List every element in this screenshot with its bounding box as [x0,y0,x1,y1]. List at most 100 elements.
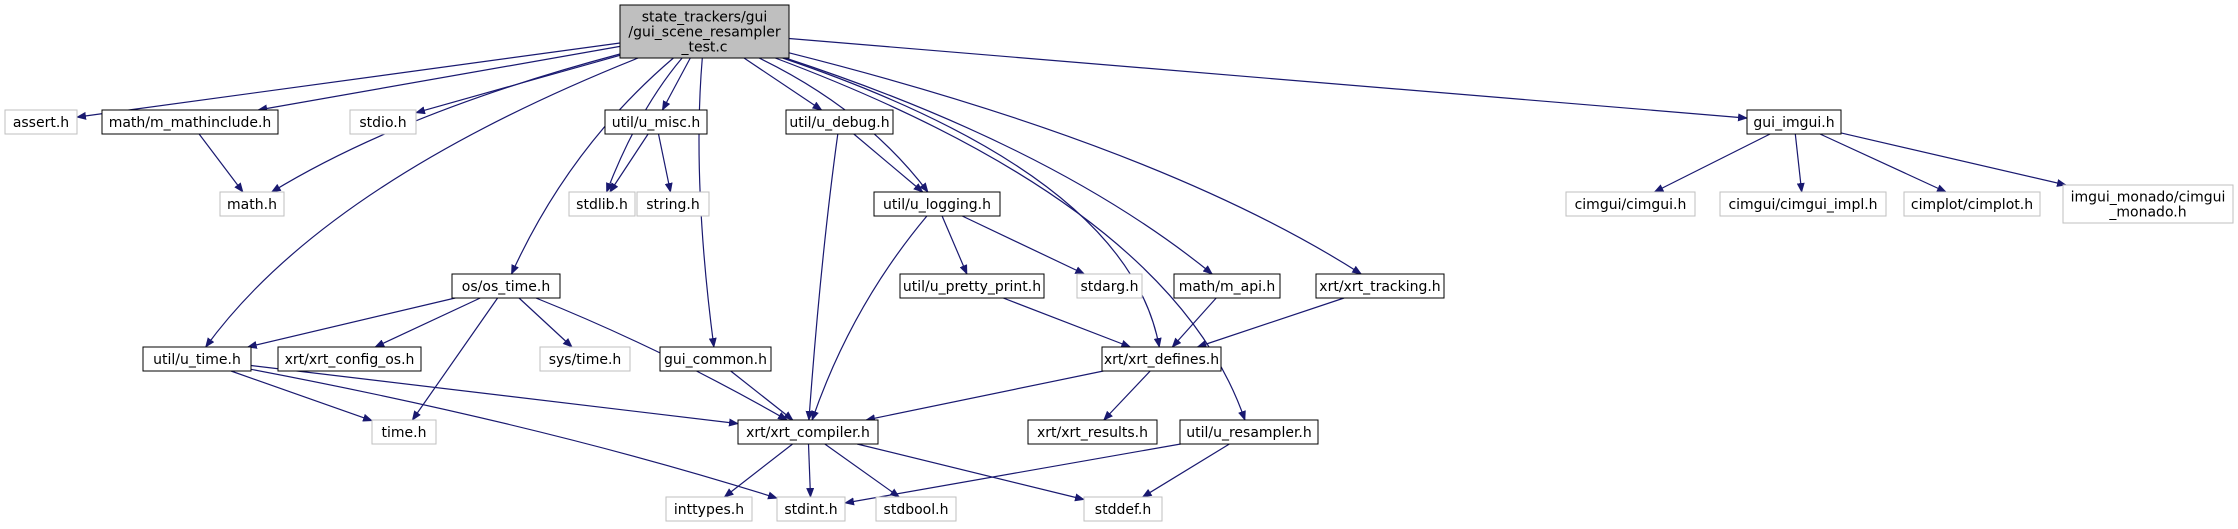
node-u-misc[interactable]: util/u_misc.h [604,109,708,135]
node-label: util/u_debug.h [789,115,889,131]
edge-u_logging-to-stdarg [961,215,1086,275]
node-box [1315,273,1445,299]
node-box [142,346,252,372]
node-box [4,109,78,135]
edge-root-to-u_time [205,57,639,348]
node-u-time[interactable]: util/u_time.h [142,346,252,372]
node-stdio: stdio.h [349,109,417,135]
edge-xrt_defines-to-xrt_results [1103,370,1151,421]
node-box [1076,273,1143,299]
node-label: util/u_misc.h [612,115,701,131]
node-xrt-config-os[interactable]: xrt/xrt_config_os.h [277,346,422,372]
node-gui-imgui[interactable]: gui_imgui.h [1746,109,1842,135]
edge-gui_imgui-to-cimplot [1819,133,1947,193]
node-xrt-defines[interactable]: xrt/xrt_defines.h [1101,346,1222,372]
node-label: /gui_scene_resampler [628,25,780,41]
node-box [371,419,437,445]
node-label: sys/time.h [549,352,622,368]
node-box [1565,191,1696,217]
node-root[interactable]: state_trackers/gui/gui_scene_resampler_t… [619,4,790,59]
node-box [1719,191,1887,217]
node-box [1027,419,1158,445]
edge-u_misc-to-string [657,133,673,193]
edges [76,37,2067,506]
node-label: math.h [227,197,277,213]
node-box [776,496,846,522]
node-xrt-results[interactable]: xrt/xrt_results.h [1027,419,1158,445]
node-label: gui_imgui.h [1753,115,1834,131]
node-box [451,273,561,299]
edge-root-to-gui_imgui [788,37,1748,122]
node-label: util/u_pretty_print.h [903,279,1041,295]
edge-root-to-math [270,53,621,193]
node-xrt-tracking[interactable]: xrt/xrt_tracking.h [1315,273,1445,299]
edge-root-to-os_time [510,57,674,275]
node-box [101,109,279,135]
node-label: gui_common.h [664,352,767,368]
node-box [539,346,631,372]
node-label: xrt/xrt_defines.h [1104,352,1219,368]
node-label: cimgui/cimgui_impl.h [1728,197,1877,213]
node-label: xrt/xrt_config_os.h [285,352,415,368]
node-label: util/u_logging.h [883,197,991,213]
node-box [219,191,285,217]
edge-root-to-mathinclude [257,45,621,113]
edge-gui_imgui-to-imgui_monado [1840,132,2067,187]
node-box [636,191,710,217]
node-box [568,191,636,217]
node-gui-common[interactable]: gui_common.h [659,346,772,372]
node-label: xrt/xrt_tracking.h [1319,279,1440,295]
edge-root-to-stdio [415,54,621,115]
edge-u_misc-to-stdlib [609,133,649,193]
node-m-api[interactable]: math/m_api.h [1173,273,1281,299]
node-cimgui-impl: cimgui/cimgui_impl.h [1719,191,1887,217]
node-u-logging[interactable]: util/u_logging.h [873,191,1001,217]
node-label: stdlib.h [576,197,628,213]
node-u-pretty[interactable]: util/u_pretty_print.h [899,273,1045,299]
node-box [737,419,879,445]
node-label: stdint.h [784,502,837,518]
node-mathinclude[interactable]: math/m_mathinclude.h [101,109,279,135]
node-label: stddef.h [1095,502,1151,518]
edge-root-to-u_debug [743,57,823,111]
node-u-debug[interactable]: util/u_debug.h [785,109,894,135]
edge-xrt_compiler-to-stddef [856,443,1085,502]
node-label: imgui_monado/cimgui [2071,190,2226,206]
node-label: util/u_resampler.h [1186,425,1312,441]
node-label: stdarg.h [1081,279,1139,295]
node-label: inttypes.h [674,502,744,518]
node-box [349,109,417,135]
edge-u_time-to-stdint [250,368,778,500]
node-xrt-compiler[interactable]: xrt/xrt_compiler.h [737,419,879,445]
node-box [1179,419,1319,445]
edge-xrt_compiler-to-stdbool [824,443,901,498]
node-imgui-monado: imgui_monado/cimgui_monado.h [2062,184,2234,224]
node-stdint: stdint.h [776,496,846,522]
node-box [873,191,1001,217]
edge-root-to-xrt_tracking [788,52,1363,275]
node-label: string.h [646,197,700,213]
node-label: os/os_time.h [462,279,550,295]
node-label: stdio.h [359,115,406,131]
edge-os_time-to-xrt_config_os [374,297,481,348]
node-u-resampler[interactable]: util/u_resampler.h [1179,419,1319,445]
edge-xrt_compiler-to-stdint [806,443,815,498]
edge-os_time-to-sys_time [518,297,573,348]
node-box [1083,496,1163,522]
node-label: math/m_api.h [1179,279,1276,295]
edge-u_debug-to-u_logging [853,133,924,193]
node-math: math.h [219,191,285,217]
edge-xrt_compiler-to-inttypes [723,443,793,498]
node-cimplot: cimplot/cimplot.h [1903,191,2041,217]
node-box [875,496,957,522]
node-box [619,4,790,59]
node-inttypes: inttypes.h [665,496,753,522]
node-label: math/m_mathinclude.h [109,115,272,131]
edge-os_time-to-u_time [246,297,456,349]
node-box [899,273,1045,299]
node-os-time[interactable]: os/os_time.h [451,273,561,299]
node-label: xrt/xrt_compiler.h [746,425,870,441]
edge-u_logging-to-u_pretty [941,215,968,275]
node-box [1101,346,1222,372]
